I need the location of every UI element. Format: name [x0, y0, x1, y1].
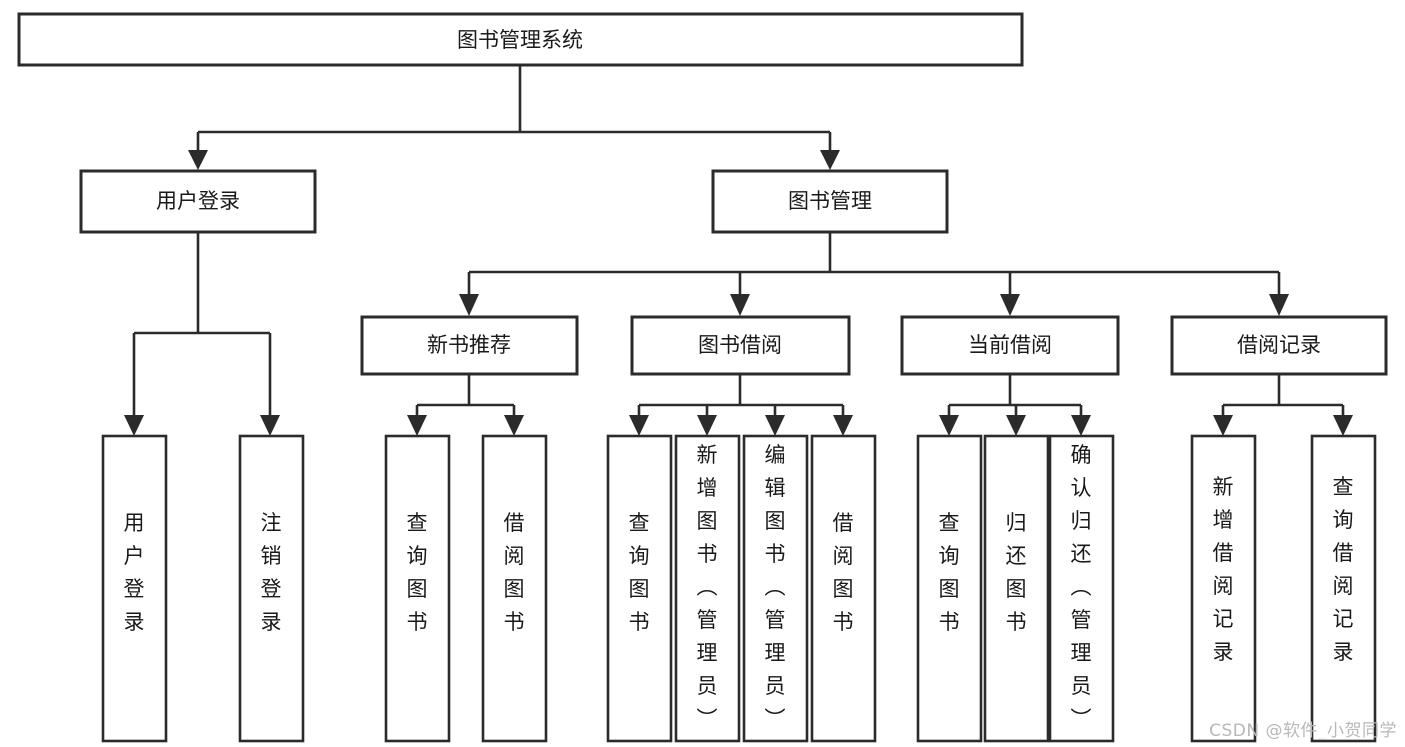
node-book-borrow[interactable]: 图书借阅 [630, 315, 851, 376]
arrow-head-leaf-return-book [1006, 415, 1026, 436]
node-leaf-query-book-2[interactable]: 查询图书 [606, 434, 673, 743]
node-borrow-record-label: 借阅记录 [1237, 333, 1321, 357]
node-book-borrow-box[interactable] [630, 315, 851, 376]
node-new-book-rec-label: 新书推荐 [427, 333, 511, 357]
arrow-head-leaf-confirm-return [1071, 415, 1091, 436]
node-leaf-query-book-1[interactable]: 查询图书 [384, 434, 451, 743]
node-book-manage-label: 图书管理 [788, 189, 872, 213]
node-new-book-rec-box[interactable] [360, 315, 579, 376]
node-leaf-add-record[interactable]: 新增借阅记录 [1190, 434, 1257, 743]
node-leaf-edit-book-box[interactable] [742, 434, 809, 743]
arrow-head-book-borrow [730, 294, 750, 316]
node-leaf-add-record-box[interactable] [1190, 434, 1257, 743]
node-leaf-confirm-return-box[interactable] [1048, 434, 1115, 743]
node-leaf-query-record-label: 查询借阅记录 [1333, 475, 1354, 664]
node-leaf-borrow-book-1[interactable]: 借阅图书 [481, 434, 548, 743]
arrow-head-leaf-edit-book [765, 415, 785, 436]
node-book-borrow-label: 图书借阅 [698, 333, 782, 357]
node-leaf-add-book-label: 新增图书︵管理员︶ [697, 443, 718, 731]
node-leaf-borrow-book-1-box[interactable] [481, 434, 548, 743]
node-leaf-query-book-1-box[interactable] [384, 434, 451, 743]
node-leaf-user-login[interactable]: 用户登录 [101, 434, 168, 743]
arrow-head-leaf-add-book [697, 415, 717, 436]
node-leaf-confirm-return-label: 确认归还︵管理员︶ [1071, 443, 1092, 731]
node-current-borrow-box[interactable] [900, 315, 1120, 376]
node-current-borrow-label: 当前借阅 [968, 333, 1052, 357]
connectors-group [124, 65, 1353, 436]
arrow-head-current-borrow [1000, 294, 1020, 316]
node-leaf-borrow-book-1-label: 借阅图书 [504, 511, 525, 634]
node-root-box[interactable] [17, 12, 1024, 67]
node-book-manage-box[interactable] [711, 169, 949, 234]
node-leaf-user-logout-box[interactable] [238, 434, 305, 743]
node-leaf-return-book-box[interactable] [983, 434, 1050, 743]
arrow-head-userlogin [188, 150, 208, 170]
node-leaf-query-record-box[interactable] [1310, 434, 1377, 743]
node-root-label: 图书管理系统 [457, 28, 583, 52]
node-user-login-label: 用户登录 [156, 189, 240, 213]
node-user-login[interactable]: 用户登录 [79, 169, 317, 234]
node-leaf-user-login-box[interactable] [101, 434, 168, 743]
node-leaf-query-book-3-box[interactable] [916, 434, 983, 743]
node-leaf-return-book[interactable]: 归还图书 [983, 434, 1050, 743]
node-leaf-borrow-book-2-box[interactable] [810, 434, 877, 743]
node-leaf-user-login-label: 用户登录 [124, 511, 145, 634]
node-leaf-query-book-2-box[interactable] [606, 434, 673, 743]
node-leaf-user-logout[interactable]: 注销登录 [238, 434, 305, 743]
arrow-head-leaf-add-record [1213, 415, 1233, 436]
node-leaf-edit-book[interactable]: 编辑图书︵管理员︶ [742, 434, 809, 743]
node-root[interactable]: 图书管理系统 [17, 12, 1024, 67]
arrow-head-borrow-record [1269, 294, 1289, 316]
node-book-manage[interactable]: 图书管理 [711, 169, 949, 234]
arrow-head-leaf-query-book-1 [407, 415, 427, 436]
node-leaf-query-book-3-label: 查询图书 [939, 511, 960, 634]
node-borrow-record-box[interactable] [1170, 315, 1388, 376]
arrow-head-bookmanage [820, 150, 840, 170]
node-leaf-add-record-label: 新增借阅记录 [1213, 475, 1234, 664]
arrow-head-new-book-rec [459, 294, 479, 316]
node-leaf-add-book[interactable]: 新增图书︵管理员︶ [674, 434, 741, 743]
arrow-head-leaf-user-login [124, 415, 144, 436]
node-leaf-query-book-3[interactable]: 查询图书 [916, 434, 983, 743]
node-leaf-query-book-2-label: 查询图书 [629, 511, 650, 634]
node-leaf-query-record[interactable]: 查询借阅记录 [1310, 434, 1377, 743]
node-leaf-user-logout-label: 注销登录 [261, 511, 282, 634]
arrow-head-leaf-borrow-book-1 [504, 415, 524, 436]
arrow-head-leaf-user-logout [260, 415, 280, 436]
node-leaf-confirm-return[interactable]: 确认归还︵管理员︶ [1048, 434, 1115, 743]
arrow-head-leaf-borrow-book-2 [833, 415, 853, 436]
arrow-head-leaf-query-record [1333, 415, 1353, 436]
node-leaf-query-book-1-label: 查询图书 [407, 511, 428, 634]
node-leaf-add-book-box[interactable] [674, 434, 741, 743]
node-leaf-borrow-book-2-label: 借阅图书 [833, 511, 854, 634]
node-leaf-edit-book-label: 编辑图书︵管理员︶ [765, 443, 786, 731]
node-leaf-return-book-label: 归还图书 [1006, 511, 1027, 634]
node-user-login-box[interactable] [79, 169, 317, 234]
arrow-head-leaf-query-book-2 [629, 415, 649, 436]
node-borrow-record[interactable]: 借阅记录 [1170, 315, 1388, 376]
node-new-book-rec[interactable]: 新书推荐 [360, 315, 579, 376]
node-leaf-borrow-book-2[interactable]: 借阅图书 [810, 434, 877, 743]
arrow-head-leaf-query-book-3 [939, 415, 959, 436]
node-current-borrow[interactable]: 当前借阅 [900, 315, 1120, 376]
